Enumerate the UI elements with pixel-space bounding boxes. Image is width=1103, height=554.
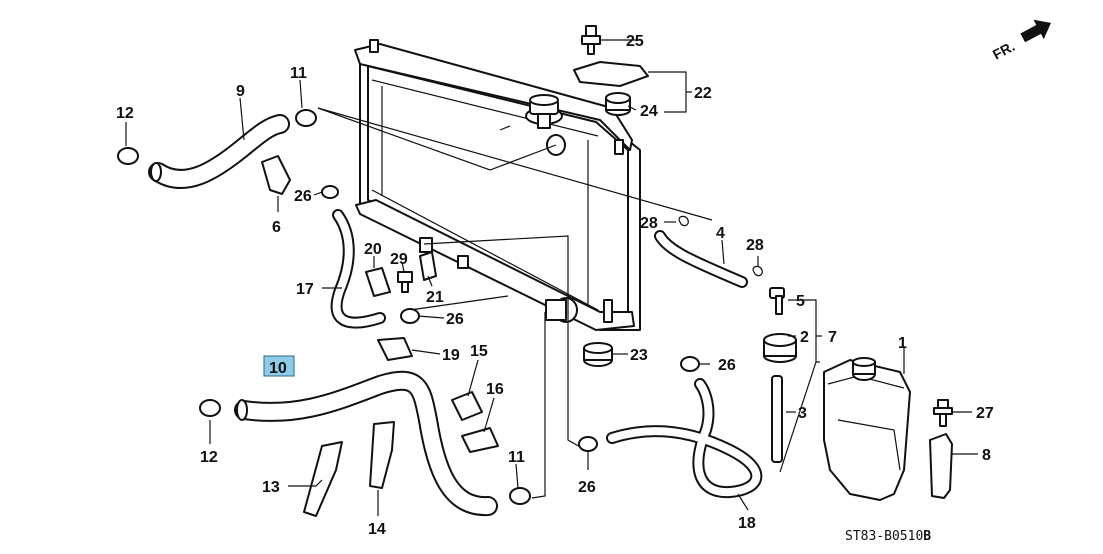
front-arrow-icon [1020,19,1051,43]
callout-19: 19 [442,347,460,364]
callout-21: 21 [426,289,444,306]
callout-26-b: 26 [446,311,464,328]
callout-15: 15 [470,343,488,360]
front-label: FR. [990,38,1017,63]
callout-7: 7 [828,329,837,346]
callout-28-b: 28 [746,237,764,254]
assembly-lines [317,107,713,499]
radiator-core [354,39,641,331]
callout-5: 5 [796,293,805,310]
callout-1: 1 [898,335,907,352]
callout-12-top: 12 [116,105,134,122]
callout-leaders [125,39,978,516]
hose-18[interactable] [606,378,763,499]
callout-6: 6 [272,219,281,236]
callout-29: 29 [390,251,408,268]
callout-11-bottom: 11 [508,449,525,466]
reserve-tank[interactable] [823,357,911,501]
callout-23: 23 [630,347,648,364]
callout-4: 4 [716,225,725,242]
callout-13: 13 [262,479,280,496]
diagram-code: ST83-B0510B [845,529,931,544]
callout-16: 16 [486,381,504,398]
callout-17: 17 [296,281,314,298]
callout-26-c: 26 [578,479,596,496]
callout-14: 14 [368,521,386,538]
tank-bracket[interactable] [929,433,953,499]
hose-17[interactable] [330,209,386,329]
lower-radiator-hose[interactable] [234,370,498,516]
front-direction-indicator: FR. [990,19,1051,63]
reserve-tube[interactable] [771,375,783,463]
callout-22: 22 [694,85,712,102]
callout-11-top: 11 [290,65,307,82]
callout-labels: 1 2 3 4 5 6 7 8 9 10 11 11 12 12 13 14 1… [116,33,994,538]
callout-26-a: 26 [294,188,312,205]
callout-10: 10 [269,360,287,377]
callout-2: 2 [800,329,809,346]
callout-3: 3 [798,405,807,422]
callout-27: 27 [976,405,994,422]
reserve-cap[interactable] [763,333,797,363]
callout-9: 9 [236,83,245,100]
callout-18: 18 [738,515,756,532]
upper-radiator-hose[interactable] [148,114,290,189]
callout-24: 24 [640,103,658,120]
overflow-hose[interactable] [654,230,748,288]
callout-28-a: 28 [640,215,658,232]
highlight-box [263,355,295,377]
callout-25: 25 [626,33,644,50]
callout-12-bottom: 12 [200,449,218,466]
callout-26-d: 26 [718,357,736,374]
callout-20: 20 [364,241,382,258]
callout-8: 8 [982,447,991,464]
